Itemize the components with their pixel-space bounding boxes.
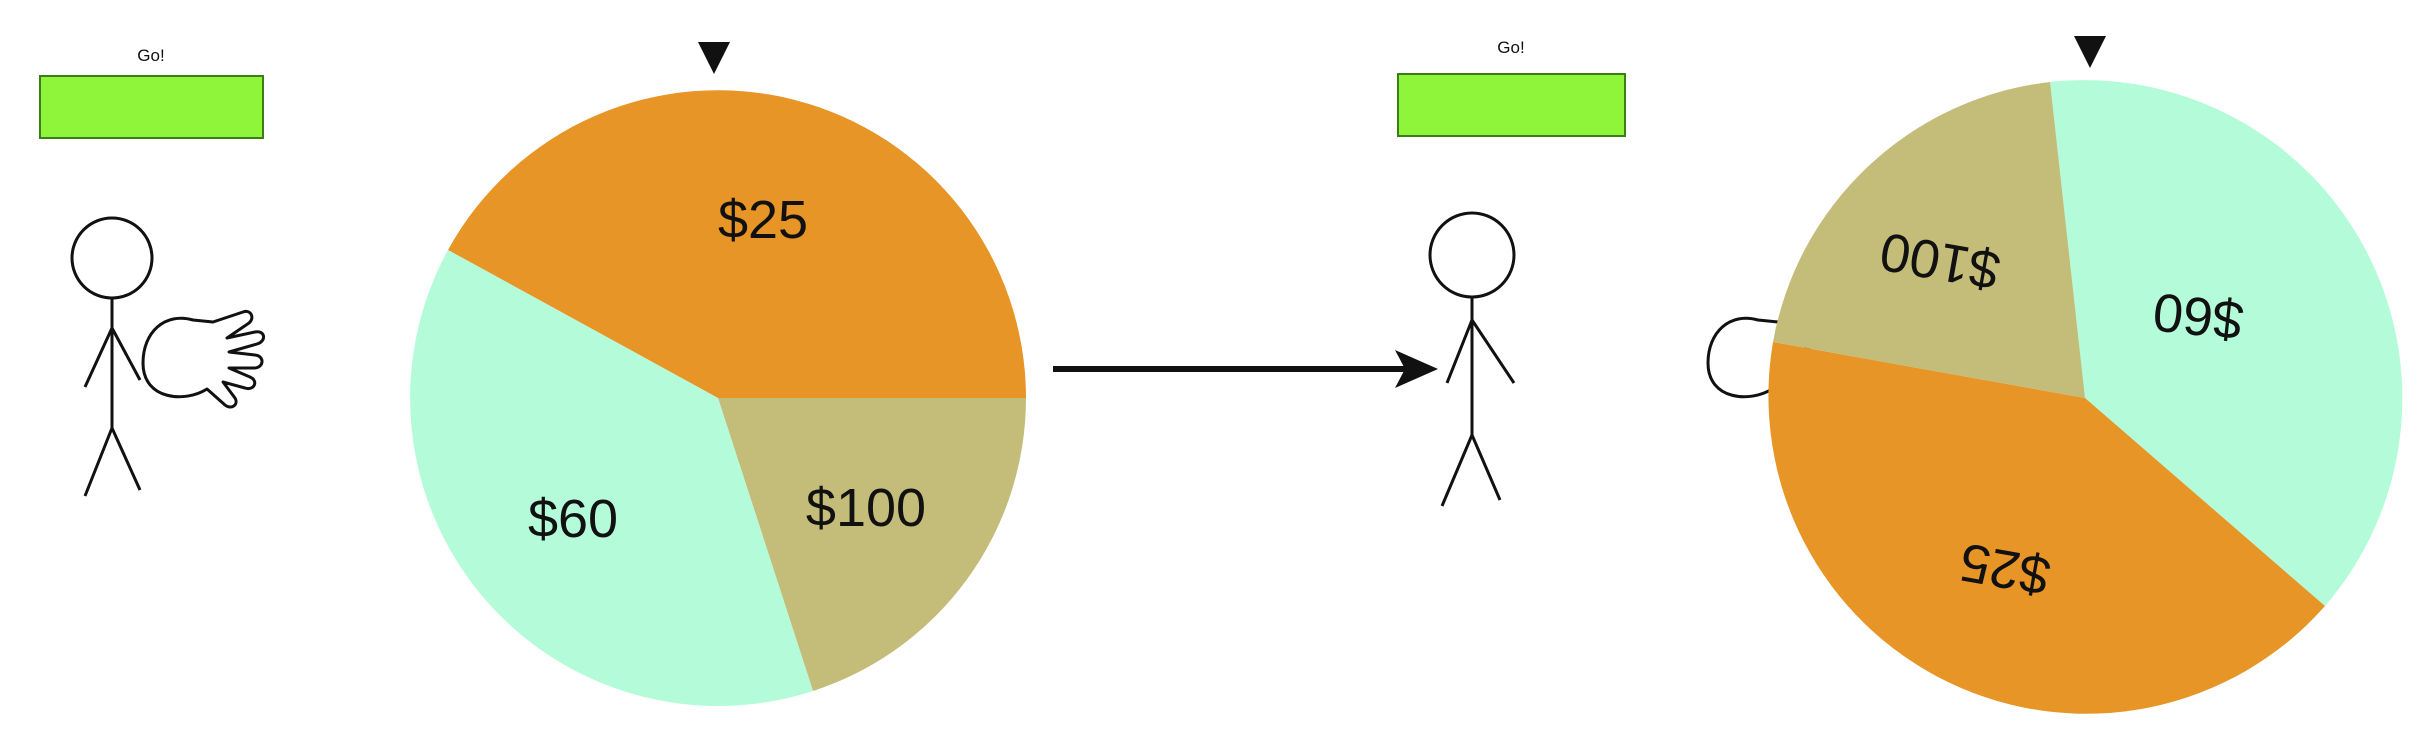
go-button-after[interactable]: Go! [1397, 38, 1626, 137]
go-button-before[interactable]: Go! [39, 46, 264, 139]
wedge-100-before [718, 398, 1026, 691]
scene-after: Go! $60 $25 $100 [1397, 36, 2403, 714]
stick-figure-head [70, 216, 154, 300]
wedge-100-after [1773, 82, 2085, 398]
go-button-label: Go! [137, 46, 164, 65]
hand-icon [141, 309, 265, 409]
wedge-25-before [448, 90, 1026, 398]
arrow-right-icon [1053, 350, 1438, 388]
pointer-triangle-icon [698, 42, 730, 74]
pointer-triangle-icon [2074, 36, 2106, 68]
scene-before: Go! $25 $100 $60 [39, 42, 1026, 706]
prize-wheel-after: $60 $25 $100 [1768, 80, 2403, 714]
go-button-label: Go! [1497, 38, 1524, 57]
wedge-60-after [2050, 80, 2403, 606]
go-button-body[interactable] [1397, 73, 1626, 137]
go-button-body[interactable] [39, 75, 264, 139]
wedge-25-after [1768, 342, 2325, 714]
prize-wheel-before: $25 $100 $60 [410, 90, 1026, 706]
wedge-label-60-before: $60 [528, 489, 618, 549]
wedge-label-100-before: $100 [806, 478, 926, 538]
wedge-label-25-before: $25 [718, 190, 808, 250]
stick-figure-after [1428, 211, 1516, 507]
wedge-label-60-after: $60 [2150, 281, 2246, 350]
stick-figure-head [1428, 211, 1516, 299]
stick-figure-before [70, 216, 154, 497]
wedge-60-before [410, 250, 813, 706]
